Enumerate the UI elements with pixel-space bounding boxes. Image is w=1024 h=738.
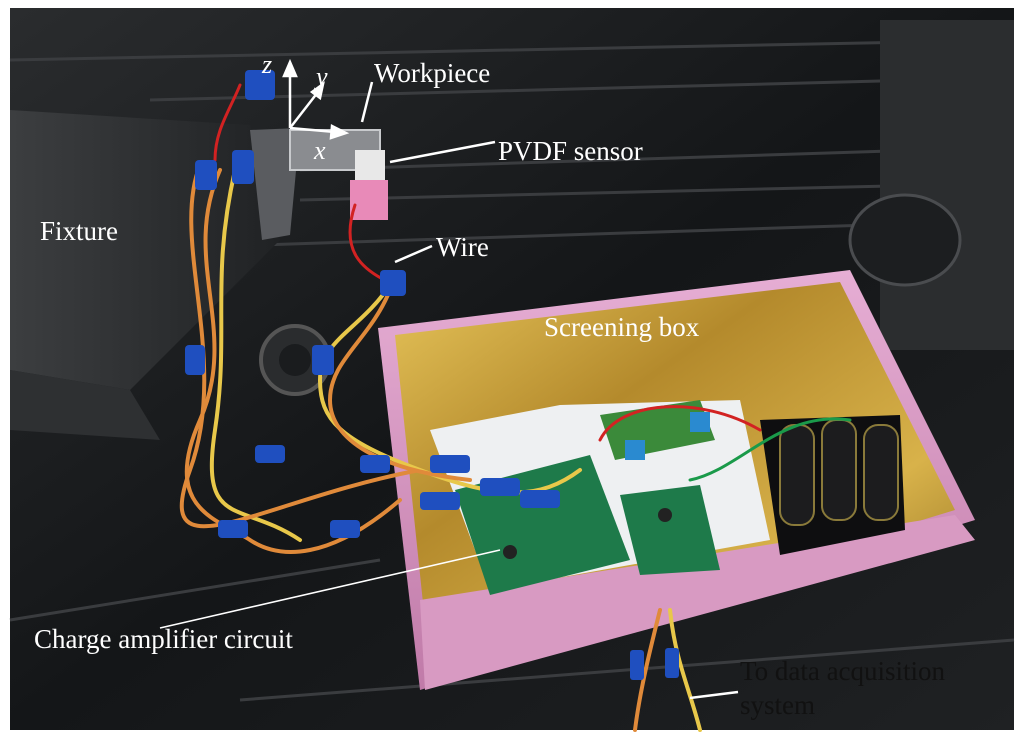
annotation-pointers [159,81,739,700]
label-to-daq-line1: To data acquisition [740,656,946,686]
terminal-block [690,412,710,432]
label-to-daq-line2: system [740,690,816,720]
label-workpiece: Workpiece [374,58,491,88]
screening-box-front-wall [420,515,975,690]
axis-label-z: z [262,50,273,79]
pcb-charge-amplifier-2 [620,485,720,575]
machine-rails [9,38,1015,702]
label-fixture: Fixture [40,216,118,246]
sensor-clip [350,180,388,220]
wire-connectors [185,70,679,680]
fixture-clamp [250,128,300,240]
pcb-component [658,508,672,522]
label-charge-amplifier: Charge amplifier circuit [34,624,293,654]
label-screening-box: Screening box [544,312,700,342]
fixture-side [10,370,160,440]
coordinate-axes [282,58,350,140]
axis-label-x: x [314,136,326,165]
battery-pack [760,415,905,555]
pvdf-sensor-film [355,150,385,180]
label-pvdf-sensor: PVDF sensor [498,136,643,166]
bolt-center [279,344,311,376]
machine-column [880,20,1014,350]
axis-label-y: y [316,62,328,91]
machine-knob [848,193,962,287]
terminal-block [625,440,645,460]
pcb-component [503,545,517,559]
signal-wires [179,83,852,732]
label-wire: Wire [436,232,489,262]
